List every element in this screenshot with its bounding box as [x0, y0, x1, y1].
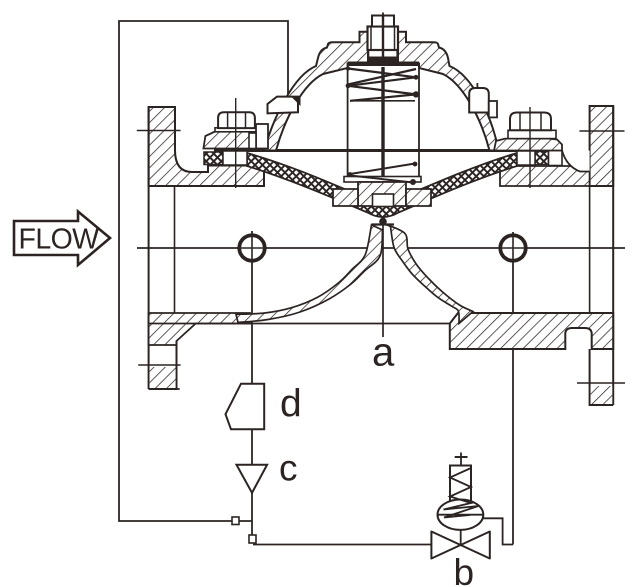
- svg-text:c: c: [279, 448, 298, 489]
- svg-text:b: b: [454, 552, 475, 587]
- svg-text:a: a: [372, 331, 395, 375]
- svg-text:FLOW: FLOW: [19, 224, 100, 256]
- svg-text:d: d: [280, 383, 302, 426]
